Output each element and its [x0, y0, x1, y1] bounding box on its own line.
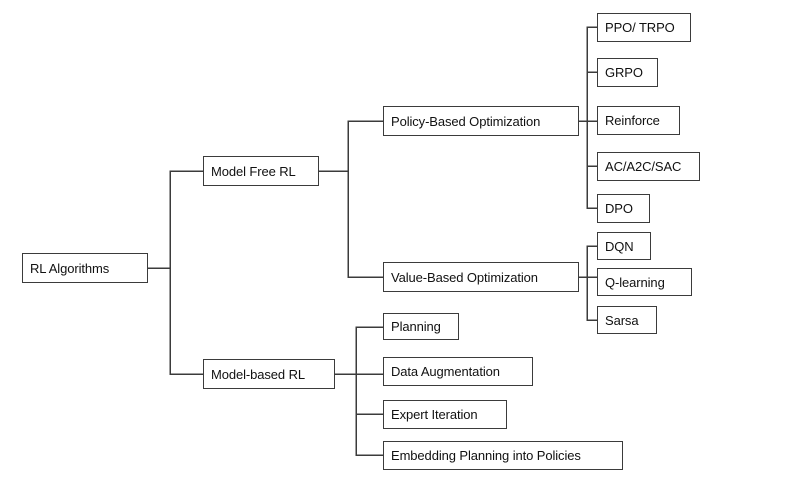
node-policy-based-optimization[interactable]: Policy-Based Optimization: [383, 106, 579, 136]
node-ppo-trpo[interactable]: PPO/ TRPO: [597, 13, 691, 42]
node-dpo[interactable]: DPO: [597, 194, 650, 223]
node-label: PPO/ TRPO: [605, 20, 675, 35]
node-dqn[interactable]: DQN: [597, 232, 651, 260]
node-label: Planning: [391, 319, 441, 334]
node-label: RL Algorithms: [30, 260, 110, 276]
node-model-based-rl[interactable]: Model-based RL: [203, 359, 335, 389]
node-q-learning[interactable]: Q-learning: [597, 268, 692, 296]
node-rl-algorithms[interactable]: RL Algorithms: [22, 253, 148, 283]
node-grpo[interactable]: GRPO: [597, 58, 658, 87]
node-sarsa[interactable]: Sarsa: [597, 306, 657, 334]
node-model-free-rl[interactable]: Model Free RL: [203, 156, 319, 186]
node-reinforce[interactable]: Reinforce: [597, 106, 680, 135]
node-label: Embedding Planning into Policies: [391, 448, 581, 463]
node-label: DPO: [605, 201, 633, 216]
node-value-based-optimization[interactable]: Value-Based Optimization: [383, 262, 579, 292]
policy-to-ac-a2c-sac: [578, 120, 598, 167]
policy-to-grpo: [578, 71, 598, 122]
node-label: AC/A2C/SAC: [605, 159, 682, 174]
policy-to-ppo-trpo: [578, 26, 598, 122]
root-to-model-based: [147, 267, 204, 375]
node-planning[interactable]: Planning: [383, 313, 459, 340]
node-label: Reinforce: [605, 113, 660, 128]
node-label: DQN: [605, 238, 634, 254]
node-label: Model-based RL: [211, 366, 305, 382]
node-data-augmentation[interactable]: Data Augmentation: [383, 357, 533, 386]
node-label: GRPO: [605, 65, 643, 80]
node-label: Model Free RL: [211, 163, 296, 179]
node-embedding-planning-into-policies[interactable]: Embedding Planning into Policies: [383, 441, 623, 470]
node-label: Q-learning: [605, 274, 665, 290]
node-ac-a2c-sac[interactable]: AC/A2C/SAC: [597, 152, 700, 181]
model-free-to-policy-based: [318, 120, 384, 172]
node-label: Value-Based Optimization: [391, 269, 538, 285]
model-based-to-expert-iteration: [334, 373, 384, 415]
node-label: Data Augmentation: [391, 364, 500, 379]
node-label: Expert Iteration: [391, 407, 478, 422]
node-label: Sarsa: [605, 312, 639, 328]
node-label: Policy-Based Optimization: [391, 113, 541, 129]
policy-to-dpo: [578, 120, 598, 209]
model-free-to-value-based: [318, 170, 384, 278]
root-to-model-free: [147, 170, 204, 269]
model-based-to-planning: [334, 326, 384, 375]
model-based-to-embedding-planning: [334, 373, 384, 456]
value-to-dqn: [578, 245, 598, 278]
value-to-sarsa: [578, 276, 598, 321]
node-expert-iteration[interactable]: Expert Iteration: [383, 400, 507, 429]
